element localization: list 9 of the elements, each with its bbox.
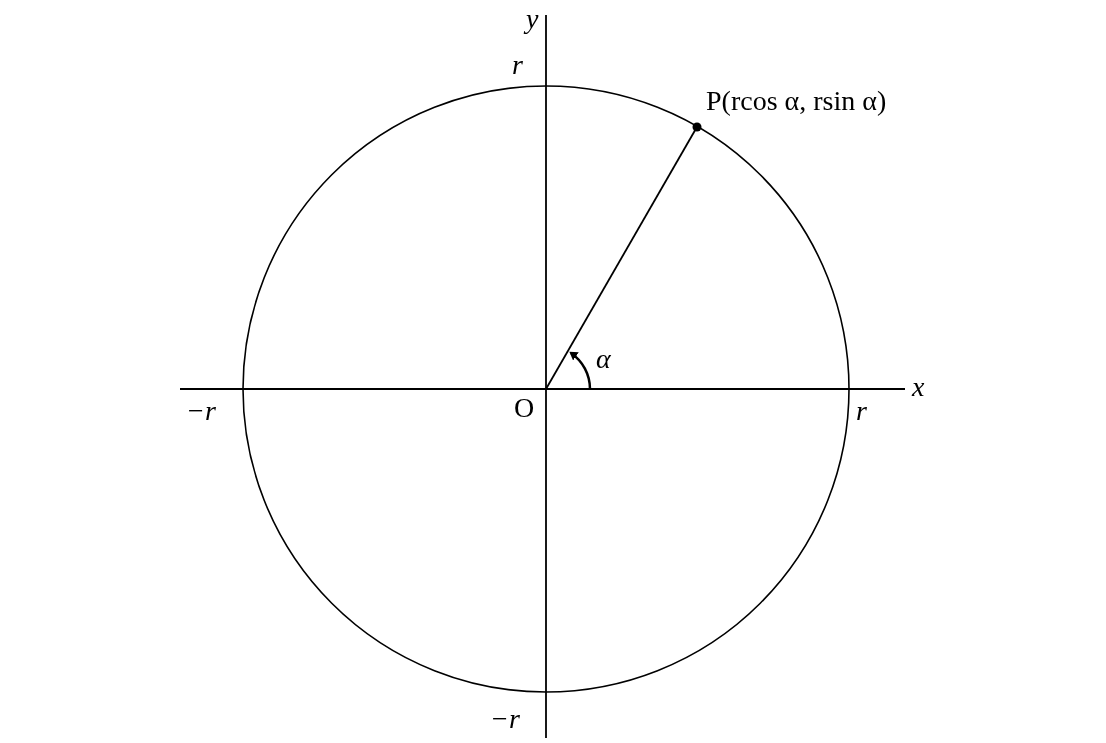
tick-label: r (856, 396, 867, 426)
axis-label: x (912, 372, 925, 402)
radius-line (545, 128, 697, 390)
tick-label: r (512, 50, 523, 80)
tick-label: −r (490, 704, 520, 734)
point-label: P(rcos α, rsin α) (706, 86, 887, 116)
tick-label: −r (186, 396, 216, 426)
angle-label: α (596, 344, 611, 374)
origin-label: O (514, 393, 535, 423)
